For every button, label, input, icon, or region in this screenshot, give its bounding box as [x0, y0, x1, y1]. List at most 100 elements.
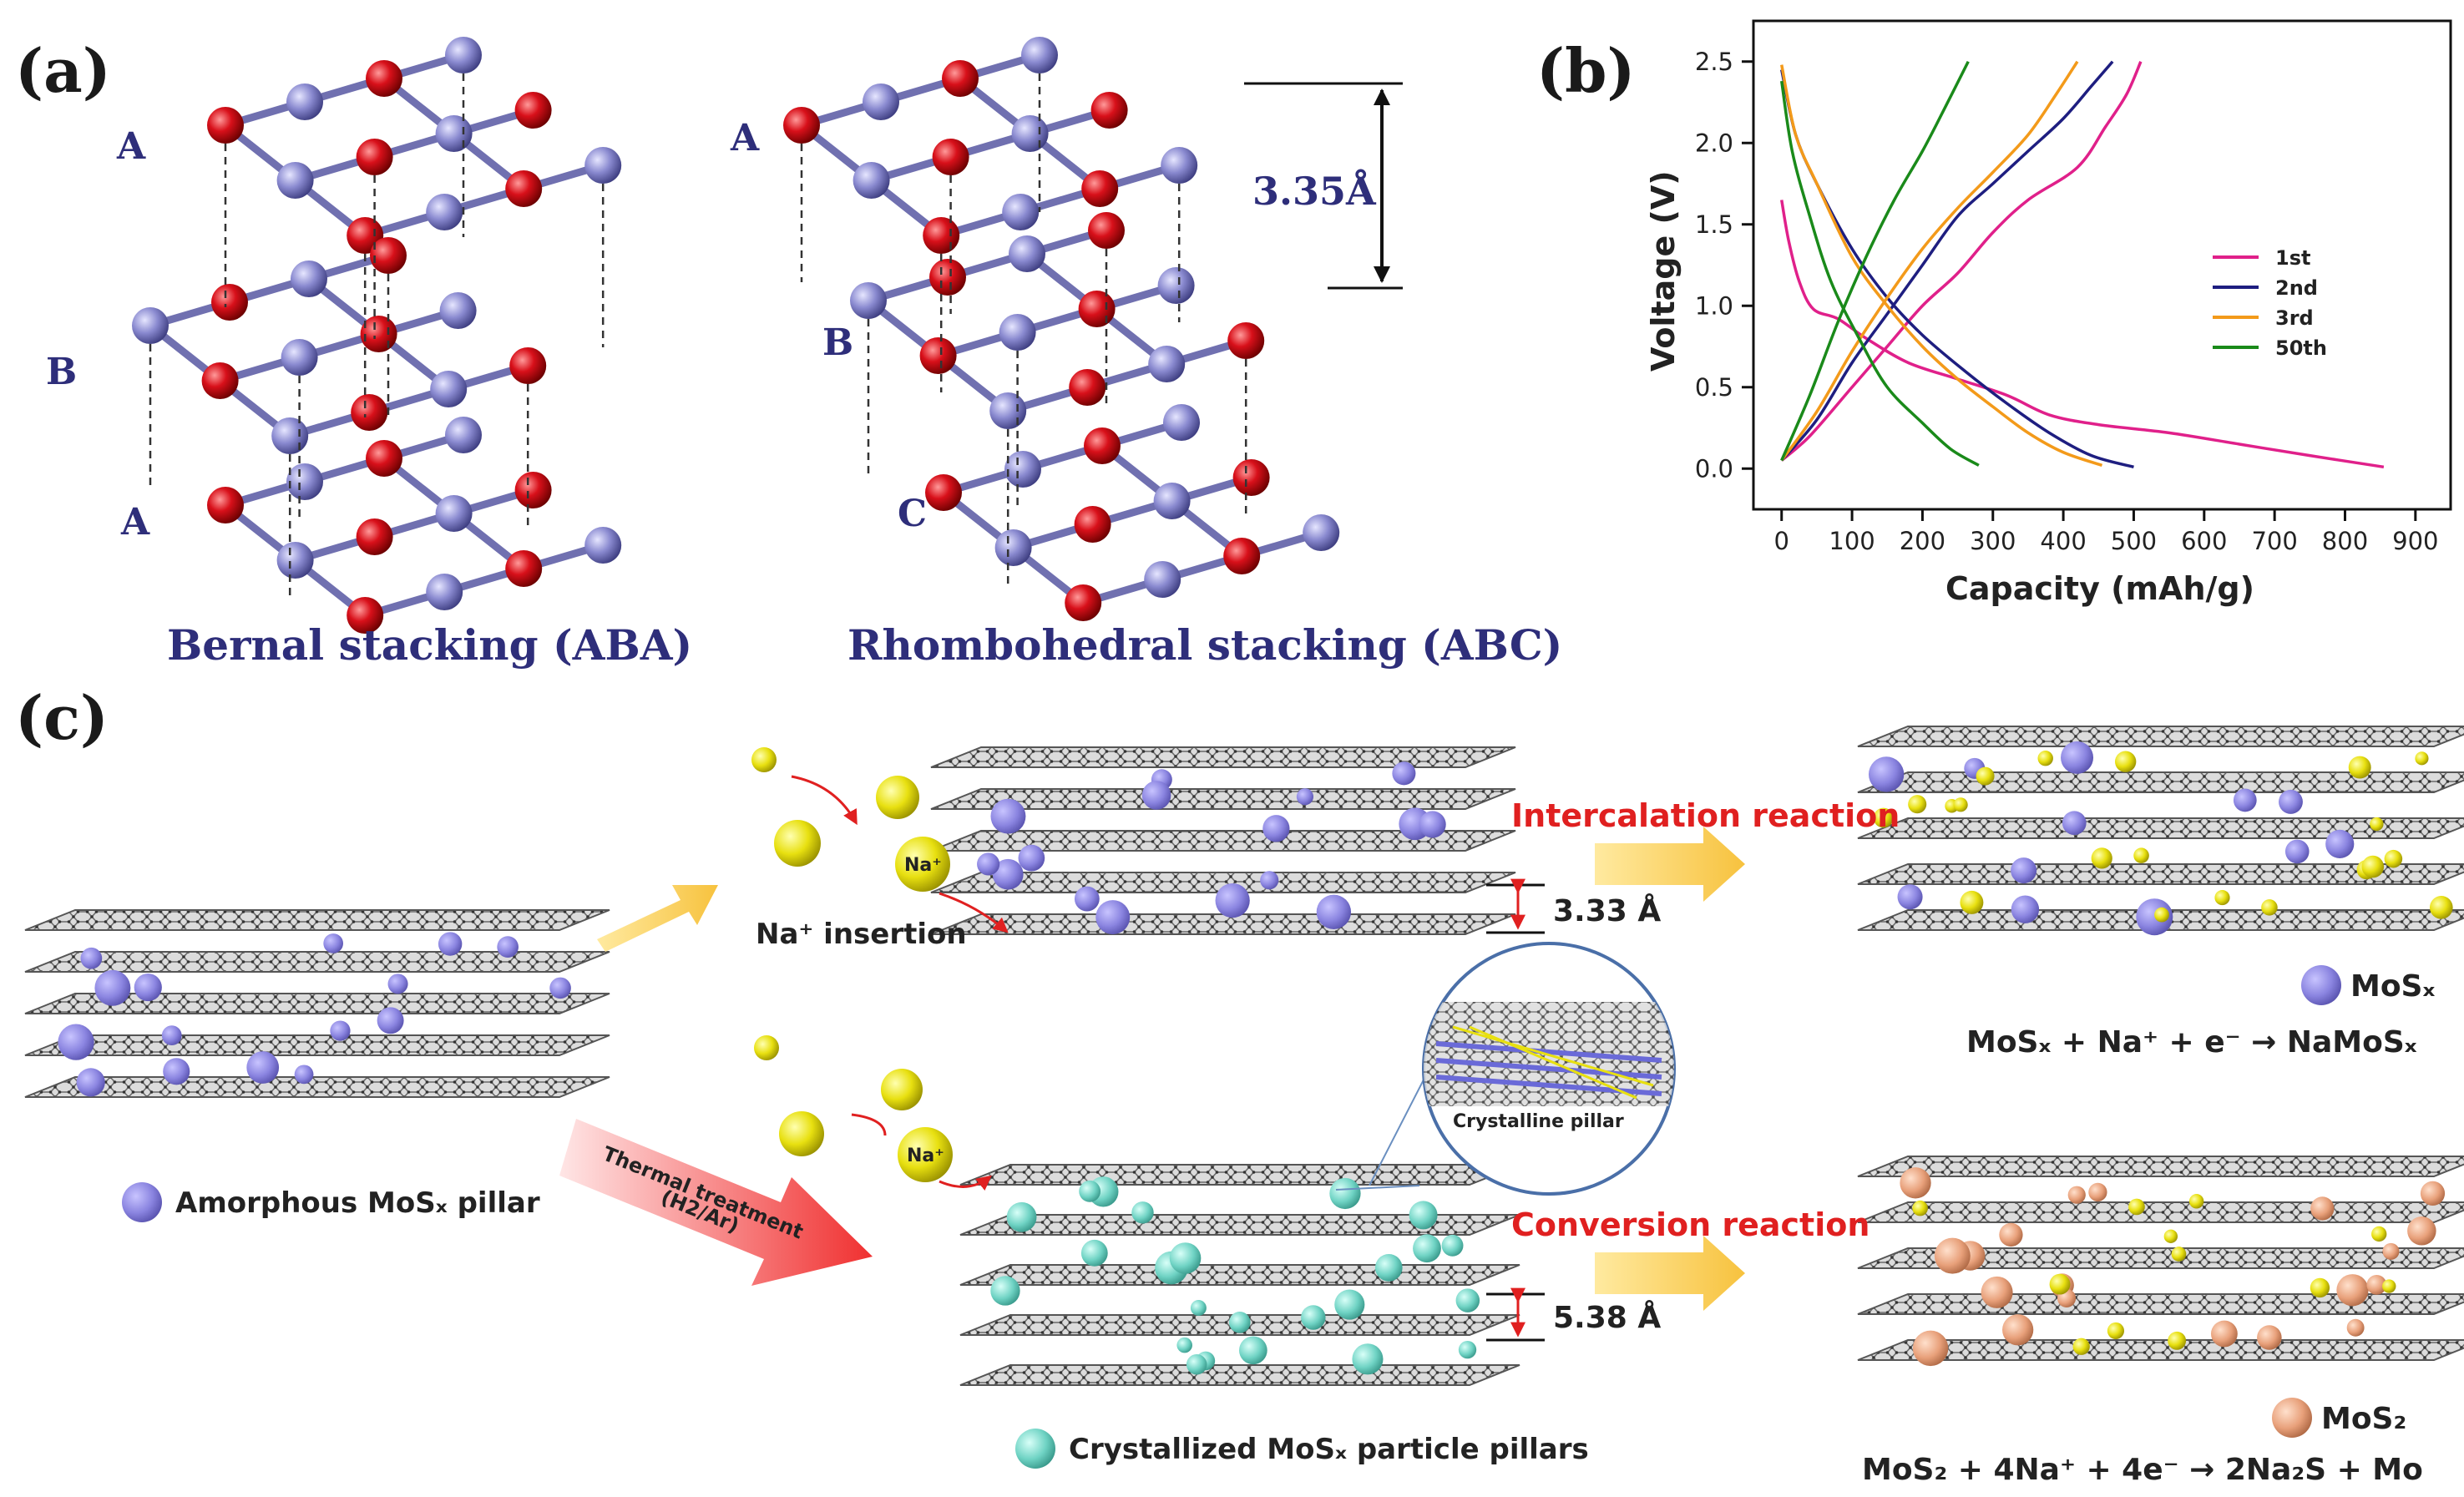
rhombohedral-caption: Rhombohedral stacking (ABC) — [847, 620, 1562, 670]
series-charge-50th — [1780, 60, 1970, 462]
conversion-equation: MoS₂ + 4Na⁺ + 4e⁻ → 2Na₂S + Mo — [1862, 1453, 2423, 1487]
x-tick-label: 400 — [2040, 527, 2086, 555]
carbon-atom — [1004, 451, 1041, 488]
mosx-particle — [438, 932, 463, 956]
mosx-particle — [58, 1024, 94, 1060]
y-tick-label: 2.5 — [1695, 48, 1733, 76]
panel-a-label: (a) — [15, 35, 111, 106]
crystalline-particle — [1006, 1201, 1037, 1232]
crystalline-particle — [1352, 1343, 1384, 1375]
series-discharge-50th — [1780, 80, 1980, 467]
crystalline-particle — [990, 1276, 1020, 1306]
na-ion — [2163, 1229, 2178, 1243]
carbon-atom — [276, 162, 314, 199]
rhombohedral-lattice — [783, 37, 1340, 621]
na-ion — [1953, 797, 1968, 812]
graphene-sheet — [1857, 771, 2464, 793]
series-charge-3rd — [1780, 60, 2079, 462]
mos2-particle — [2088, 1182, 2107, 1202]
mosx-particle — [1316, 894, 1352, 929]
na-ion — [1976, 766, 1995, 786]
carbon-atom — [430, 371, 468, 407]
inset-label: Crystalline pillar — [1453, 1111, 1624, 1132]
graphene-sheet — [1857, 1156, 2464, 1177]
carbon-atom — [1090, 92, 1128, 129]
na-ion — [2348, 756, 2371, 779]
crystalline-particle — [1176, 1337, 1192, 1353]
mos2-particle — [2382, 1242, 2400, 1260]
graphene-sheet — [1857, 863, 2464, 885]
na-insertion-label: Na⁺ insertion — [756, 918, 967, 951]
na-ion — [2072, 1338, 2090, 1355]
carbon-atom — [1011, 115, 1049, 152]
na-ion — [2371, 1226, 2387, 1242]
graphene-layer — [207, 37, 622, 254]
na-ion — [2429, 896, 2453, 919]
graphene-layer — [783, 37, 1198, 254]
carbon-atom — [925, 474, 962, 511]
mos2-particle — [1900, 1167, 1931, 1199]
y-tick-label: 1.0 — [1695, 291, 1733, 320]
carbon-atom — [853, 162, 890, 199]
intercalation-reaction-label: Intercalation reaction — [1511, 797, 1900, 834]
graphene-layer — [850, 212, 1265, 429]
mos2-particle — [2067, 1186, 2086, 1204]
carbon-atom — [514, 92, 552, 129]
mosx-particle — [1868, 756, 1905, 792]
graphene-sheet — [959, 1264, 1520, 1286]
mosx-particle — [2325, 829, 2355, 858]
na-ion-label-top: Na⁺ — [904, 855, 942, 876]
carbon-atom — [347, 597, 384, 634]
carbon-atom — [1074, 506, 1111, 543]
na-ion — [2049, 1273, 2071, 1295]
layer-label-left-middle: B — [46, 351, 77, 393]
panel-b-label: (b) — [1536, 35, 1635, 106]
mos2-particle — [2257, 1325, 2282, 1350]
graphene-sheet — [1857, 1339, 2464, 1361]
carbon-atom — [435, 115, 473, 152]
na-ion — [1960, 890, 1984, 914]
intercalated-stack — [1857, 726, 2464, 936]
carbon-atom — [942, 60, 979, 97]
carbon-atom — [1144, 561, 1181, 598]
bernal-lattice — [132, 37, 622, 634]
na-ion — [2310, 1277, 2330, 1298]
carbon-atom — [999, 314, 1036, 351]
y-axis-ticks: 0.00.51.01.52.02.5 — [1695, 48, 1753, 483]
mosx-particle — [80, 947, 103, 969]
graphene-sheet — [1857, 817, 2464, 839]
crystalline-particle — [1374, 1254, 1403, 1282]
series-discharge-3rd — [1780, 64, 2103, 468]
mos2-legend-marker — [2272, 1398, 2312, 1438]
mosx-particle — [1419, 811, 1446, 838]
carbon-atom — [1223, 538, 1261, 574]
carbon-atom — [584, 527, 622, 564]
thermal-treatment-arrow — [559, 1119, 873, 1286]
carbon-atom — [505, 170, 543, 207]
spacing-marker-bottom — [1486, 1287, 1545, 1342]
x-axis-label: Capacity (mAh/g) — [1945, 570, 2254, 607]
graphene-sheet — [930, 872, 1516, 893]
carbon-atom — [286, 83, 323, 120]
spacing-marker-top — [1486, 878, 1545, 934]
mosx-legend-marker — [2301, 965, 2341, 1005]
na-ion — [2370, 817, 2384, 832]
legend-entry: 2nd — [2275, 276, 2318, 300]
crystalline-particle — [1079, 1180, 1101, 1202]
series-discharge-1st — [1780, 200, 2385, 469]
mosx-particle — [76, 1068, 105, 1097]
mosx-particle — [377, 1007, 404, 1034]
mosx-particle — [497, 936, 519, 958]
mos2-particle — [1981, 1276, 2013, 1308]
graphene-sheet — [1857, 726, 2464, 747]
bernal-caption: Bernal stacking (ABA) — [167, 620, 692, 670]
carbon-atom — [994, 529, 1032, 566]
crystalline-particle — [1458, 1340, 1477, 1359]
x-tick-label: 0 — [1774, 527, 1789, 555]
mosx-particle — [330, 1020, 351, 1041]
layer-label-right-bottom: C — [898, 493, 927, 535]
carbon-atom — [863, 83, 899, 120]
na-ion — [2361, 855, 2385, 878]
graphene-sheet — [930, 913, 1516, 935]
